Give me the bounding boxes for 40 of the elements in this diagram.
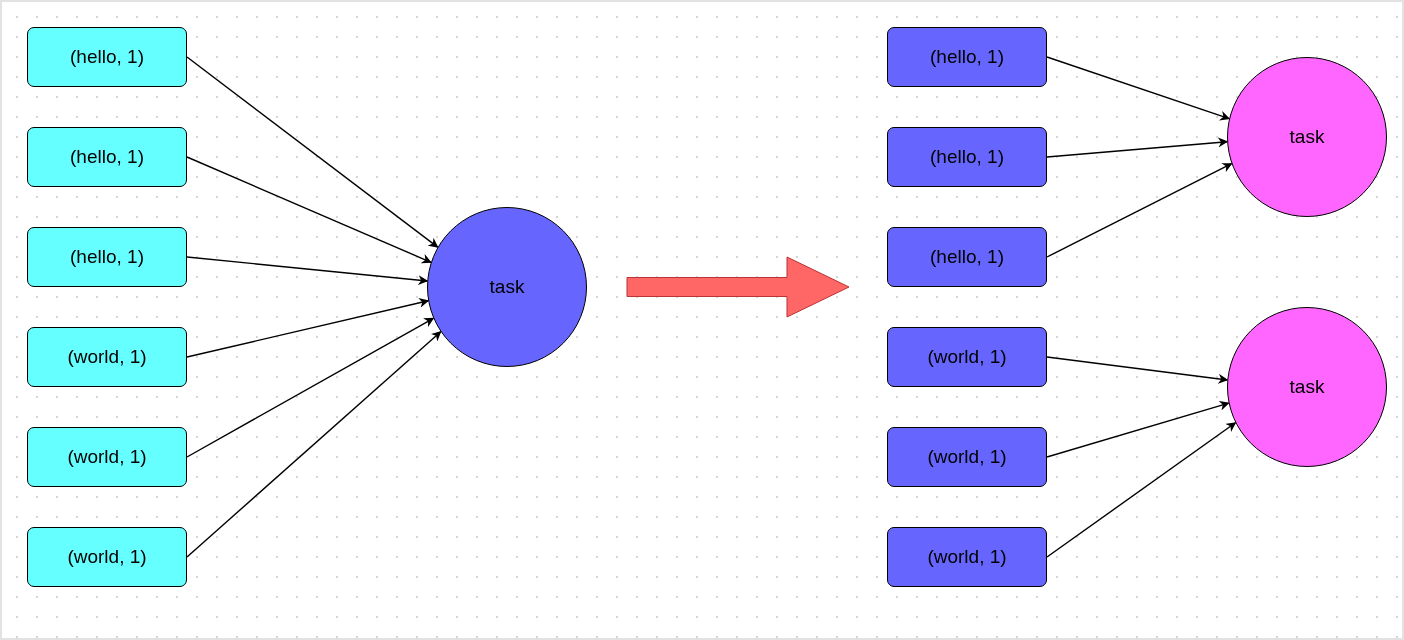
- node-label: task: [489, 276, 525, 298]
- key-value-box: [887, 327, 1047, 387]
- node-label: task: [1289, 126, 1325, 148]
- arrow: [186, 297, 430, 358]
- arrow: [1046, 422, 1237, 558]
- arrow: [186, 256, 429, 286]
- key-value-box: [887, 27, 1047, 87]
- arrow: [186, 331, 442, 558]
- block-arrow: [626, 256, 850, 318]
- key-value-box: [27, 327, 187, 387]
- arrow: [1046, 162, 1233, 258]
- key-value-box: [887, 127, 1047, 187]
- node-label: (hello, 1): [70, 146, 144, 168]
- node-label: (world, 1): [67, 446, 147, 468]
- node-label: (hello, 1): [930, 46, 1004, 68]
- key-value-box: [887, 227, 1047, 287]
- arrow: [186, 56, 439, 248]
- node-label: (world, 1): [927, 546, 1007, 568]
- node-label: task: [1289, 376, 1325, 398]
- node-label: (world, 1): [67, 346, 147, 368]
- arrow: [1046, 400, 1230, 458]
- node-label: (world, 1): [927, 446, 1007, 468]
- arrow: [1046, 137, 1229, 158]
- node-label: (hello, 1): [930, 146, 1004, 168]
- key-value-box: [27, 527, 187, 587]
- node-label: (world, 1): [67, 546, 147, 568]
- key-value-box: [27, 127, 187, 187]
- node-label: (hello, 1): [930, 246, 1004, 268]
- key-value-box: [27, 27, 187, 87]
- key-value-box: [27, 227, 187, 287]
- arrow: [186, 156, 432, 264]
- arrow: [1046, 356, 1229, 384]
- node-label: (world, 1): [927, 346, 1007, 368]
- key-value-box: [27, 427, 187, 487]
- key-value-box: [887, 527, 1047, 587]
- arrow: [1046, 56, 1231, 121]
- arrow: [186, 317, 435, 458]
- node-label: (hello, 1): [70, 46, 144, 68]
- node-label: (hello, 1): [70, 246, 144, 268]
- key-value-box: [887, 427, 1047, 487]
